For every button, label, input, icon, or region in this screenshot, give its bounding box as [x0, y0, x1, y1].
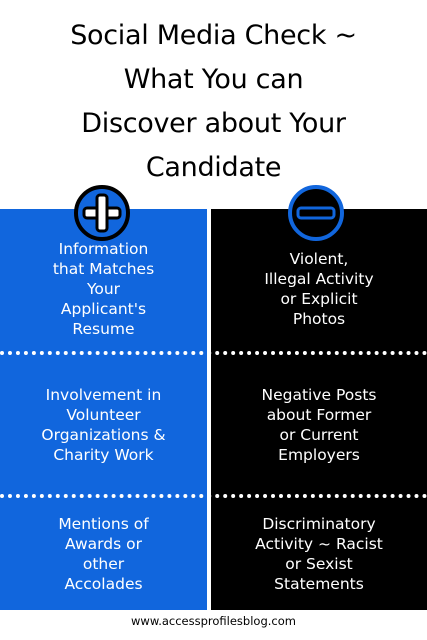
footer-url: www.accessprofilesblog.com [131, 614, 296, 628]
negative-item-text: Negative Posts about Former or Current E… [261, 385, 377, 464]
row-divider [0, 494, 427, 498]
positive-item-text: Information that Matches Your Applicant'… [52, 240, 155, 338]
minus-circle-icon [288, 185, 344, 241]
positive-item: Mentions of Awards or other Accolades [0, 498, 207, 610]
row-divider [0, 351, 427, 355]
negative-column [211, 209, 427, 610]
positive-item: Information that Matches Your Applicant'… [0, 227, 207, 351]
title-line-3: Discover about Your [81, 108, 346, 139]
positive-item-text: Mentions of Awards or other Accolades [58, 515, 149, 593]
title-line-4: Candidate [145, 152, 282, 183]
title-line-2: What You can [123, 64, 304, 95]
negative-item: Negative Posts about Former or Current E… [211, 355, 427, 494]
negative-item-text: Violent, Illegal Activity or Explicit Ph… [264, 250, 374, 328]
positive-item: Involvement in Volunteer Organizations &… [0, 355, 207, 494]
negative-item: Discriminatory Activity ~ Racist or Sexi… [211, 498, 427, 610]
negative-item-text: Discriminatory Activity ~ Racist or Sexi… [255, 515, 383, 593]
plus-circle-icon [74, 185, 130, 241]
negative-item: Violent, Illegal Activity or Explicit Ph… [211, 227, 427, 351]
page-title: Social Media Check ~ What You can Discov… [0, 14, 427, 190]
positive-column [0, 209, 207, 610]
comparison-grid: Information that Matches Your Applicant'… [0, 209, 427, 610]
title-line-1: Social Media Check ~ [70, 20, 357, 51]
positive-item-text: Involvement in Volunteer Organizations &… [41, 385, 166, 464]
